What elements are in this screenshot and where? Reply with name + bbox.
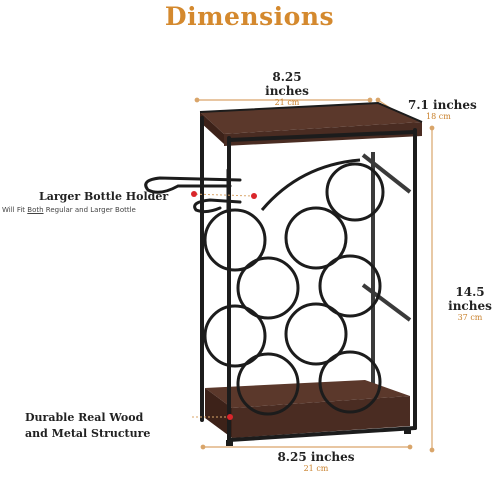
height-dimension-line <box>429 125 435 453</box>
page-title: Dimensions <box>164 2 335 31</box>
top-width-label: 8.25 inches 21 cm <box>252 70 322 107</box>
callout-lines <box>191 193 254 418</box>
bottom-width-label: 8.25 inches 21 cm <box>276 450 356 473</box>
holder-callout-title: Larger Bottle Holder <box>39 190 169 203</box>
holder-callout-sub-underlined: Both <box>27 206 44 214</box>
rack-back-frame <box>361 152 412 395</box>
top-width-inches: 8.25 inches <box>265 70 309 98</box>
material-callout-dot <box>227 414 233 420</box>
bottle-rings <box>203 158 385 416</box>
material-callout-line2: and Metal Structure <box>25 427 151 440</box>
holder-callout-dot-end <box>251 193 257 199</box>
depth-label: 7.1 inches 18 cm <box>408 98 478 121</box>
height-cm: 37 cm <box>457 313 483 322</box>
top-width-dimension-line <box>194 97 373 103</box>
material-callout-line1: Durable Real Wood <box>25 411 144 424</box>
bottom-width-inches: 8.25 inches <box>277 450 355 464</box>
top-width-cm: 21 cm <box>274 98 300 107</box>
rack-feet <box>226 428 411 446</box>
holder-callout-sub-suffix: Regular and Larger Bottle <box>43 206 136 214</box>
depth-cm: 18 cm <box>426 112 451 121</box>
bottle-holder-hooks <box>144 168 242 214</box>
height-label: 14.5 inches 37 cm <box>440 285 499 322</box>
holder-callout-dot <box>191 191 197 197</box>
height-inches: 14.5 inches <box>448 285 492 313</box>
bottom-width-dimension-line <box>200 444 413 450</box>
holder-callout-sub-prefix: Will Fit <box>2 206 28 214</box>
depth-inches: 7.1 inches <box>408 98 477 112</box>
bottom-width-cm: 21 cm <box>303 464 329 473</box>
holder-callout-subtitle: Will Fit Both Regular and Larger Bottle <box>2 206 136 214</box>
